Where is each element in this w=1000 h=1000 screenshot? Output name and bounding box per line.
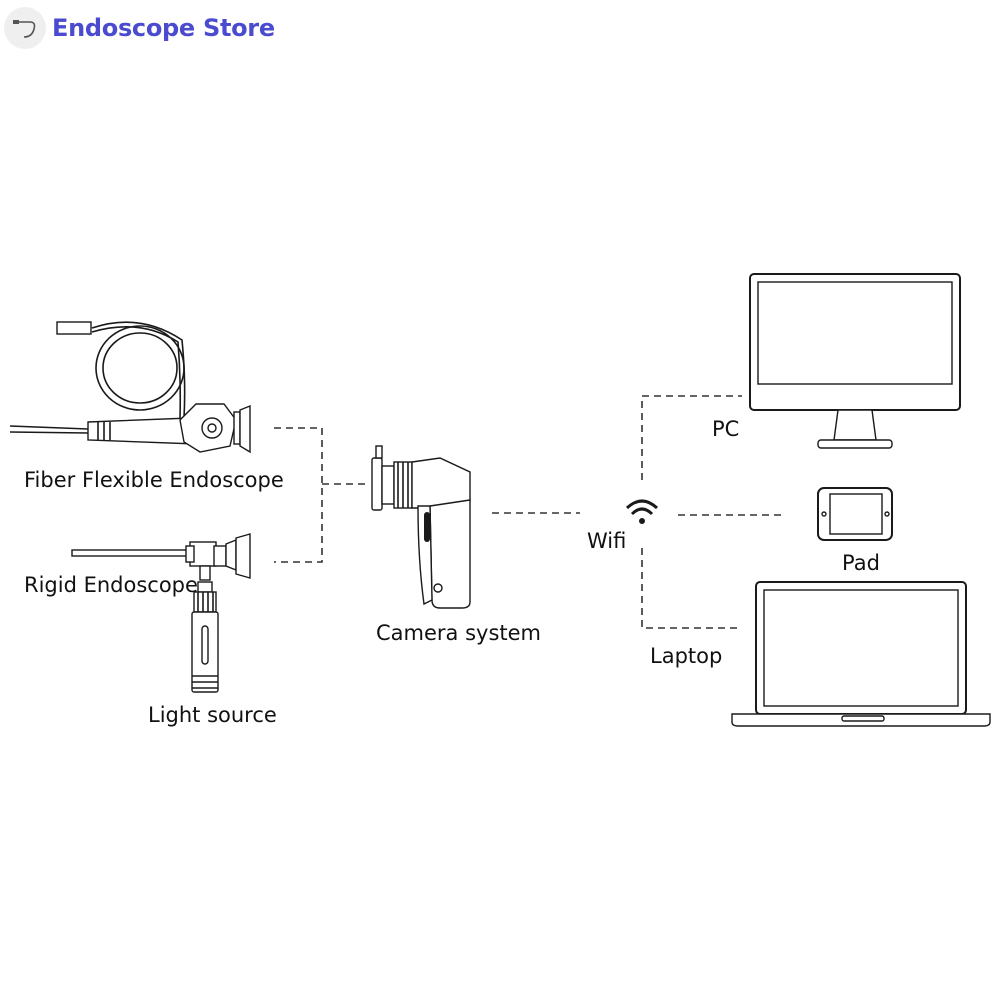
laptop-icon — [731, 581, 991, 727]
label-fiber-flexible-endoscope: Fiber Flexible Endoscope — [24, 468, 284, 492]
label-rigid-endoscope: Rigid Endoscope — [24, 573, 198, 597]
endoscope-logo-icon — [4, 7, 46, 49]
brand-header: Endoscope Store — [4, 6, 275, 50]
light-source-icon — [191, 581, 219, 693]
wifi-icon — [625, 499, 659, 524]
wifi-device-connectors — [641, 395, 782, 629]
scope-connectors — [274, 427, 368, 563]
label-pad: Pad — [842, 551, 880, 575]
label-camera-system: Camera system — [376, 621, 541, 645]
handheld-camera-icon — [371, 445, 471, 609]
monitor-icon — [749, 273, 961, 449]
label-light-source: Light source — [148, 703, 277, 727]
rigid-endoscope-icon — [71, 533, 251, 581]
flexible-endoscope-icon — [9, 321, 251, 454]
label-pc: PC — [712, 417, 739, 441]
label-wifi: Wifi — [587, 529, 626, 553]
tablet-icon — [817, 487, 893, 541]
label-laptop: Laptop — [650, 644, 722, 668]
brand-name: Endoscope Store — [52, 14, 275, 42]
